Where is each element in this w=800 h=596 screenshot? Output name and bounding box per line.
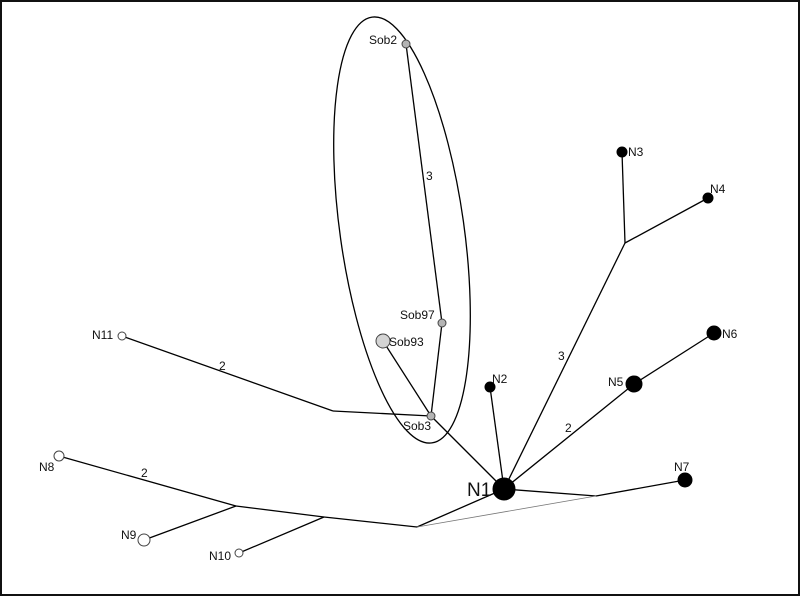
node-sob3[interactable] [426,411,436,421]
edge-label-n1_n5: 2 [565,421,572,435]
node-sob2[interactable] [401,39,411,49]
node-n1[interactable] [492,477,516,501]
node-sob93[interactable] [375,333,391,349]
node-n5[interactable] [625,375,643,393]
node-label-sob2: Sob2 [369,33,397,47]
node-n10[interactable] [234,548,244,558]
edge-label-n1_n3n4: 3 [558,349,565,363]
edge-Sob3-N1 [430,415,505,490]
edge-Sob2-Sob97 [405,43,443,324]
node-n8[interactable] [53,450,65,462]
edge-j5-j6 [235,505,325,518]
edge-label-sob2_sob97: 3 [426,169,433,183]
edge-N1-j3 [503,488,597,497]
edge-Sob93-Sob3 [382,340,432,417]
node-label-n7: N7 [674,460,690,474]
edge-j6-N9 [143,505,237,541]
node-label-sob3: Sob3 [403,419,431,433]
edge-N5-N6 [633,332,715,385]
node-label-n3: N3 [628,145,644,159]
cluster-ellipse [333,16,471,444]
node-label-n5: N5 [608,375,624,389]
edge-j1-N11 [121,335,334,412]
node-label-n2: N2 [492,372,508,386]
node-n2[interactable] [484,381,496,393]
edge-j5-N10 [238,516,325,554]
node-label-n11: N11 [92,328,113,342]
edge-label-n11_branch: 2 [219,359,226,373]
edge-j3-N7 [595,479,686,497]
node-n6[interactable] [706,325,722,341]
node-label-sob93: Sob93 [389,335,424,349]
node-n7[interactable] [677,472,693,488]
node-n3[interactable] [616,146,628,158]
node-label-n9: N9 [121,528,137,542]
node-n9[interactable] [137,533,151,547]
edge-j2-N3 [621,151,626,244]
node-label-n1: N1 [467,480,491,501]
node-n11[interactable] [117,331,127,341]
node-n4[interactable] [702,192,714,204]
edge-N1-N5 [503,383,635,490]
node-label-n4: N4 [710,182,726,196]
edge-j2-N4 [624,197,709,244]
edge-N1-j4 [416,488,505,528]
edge-label-n8_branch: 2 [141,466,148,480]
edge-N2-N1 [489,386,505,490]
node-label-n10: N10 [209,549,231,563]
node-sob97[interactable] [437,318,447,328]
node-label-sob97: Sob97 [400,308,435,322]
edge-N1-j2 [503,242,626,490]
edge-j6-N8 [58,455,237,507]
edge-Sob3-j1 [332,410,432,417]
edge-Sob97-Sob3 [430,322,443,417]
edge-j4-j5 [323,516,418,528]
edge-j3-j4 [416,495,597,528]
node-label-n6: N6 [722,327,738,341]
node-label-n8: N8 [39,460,55,474]
